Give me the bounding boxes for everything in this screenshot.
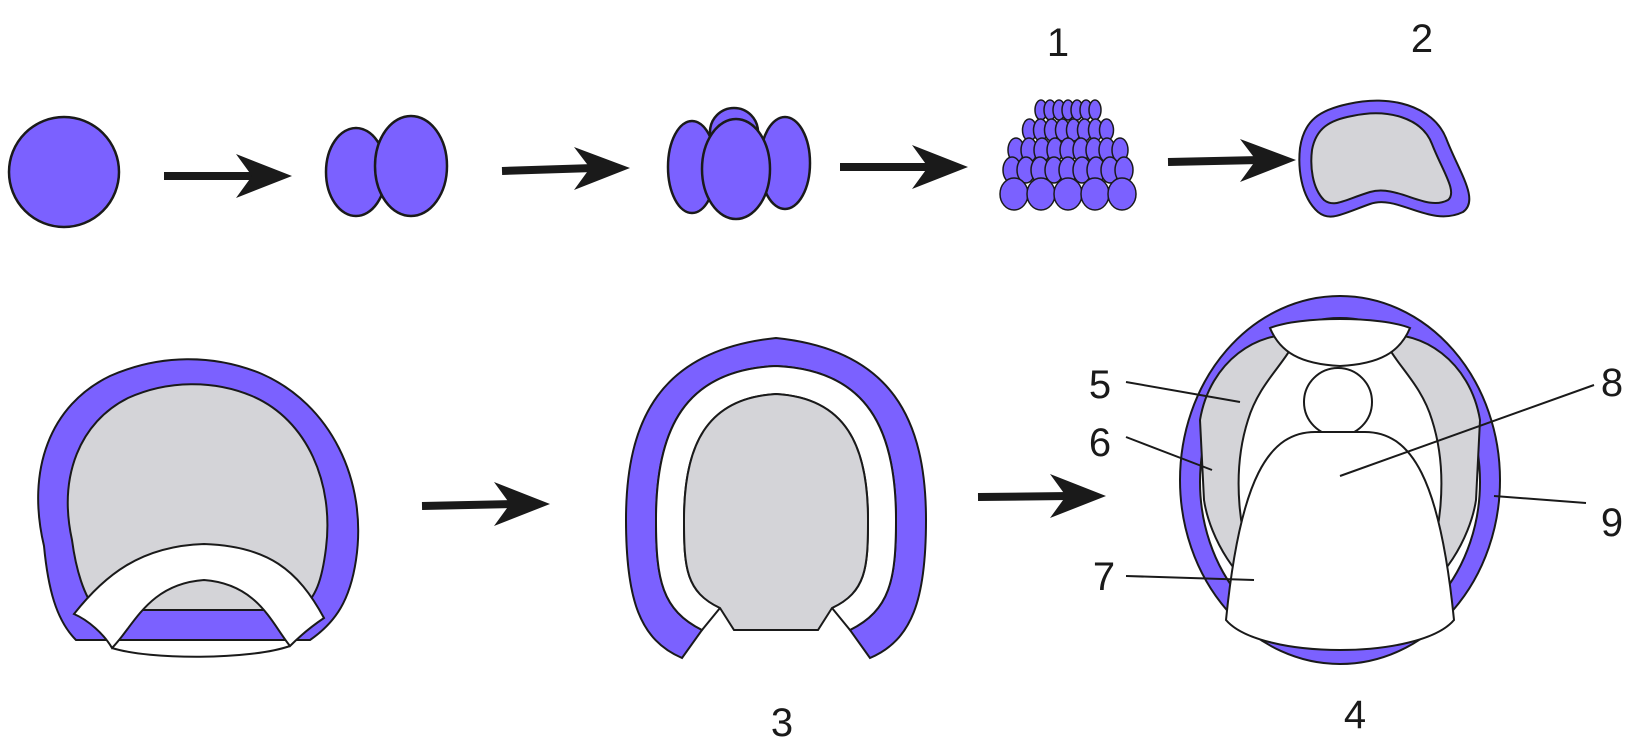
morula-cell bbox=[1053, 177, 1083, 211]
callout-5: 5 bbox=[1089, 363, 1111, 407]
callout-lines bbox=[1125, 381, 1595, 581]
neurula-cross-section bbox=[1179, 295, 1501, 665]
morula-cell bbox=[999, 177, 1029, 211]
stage-label-1: 1 bbox=[1047, 21, 1069, 65]
early-gastrula bbox=[37, 358, 360, 658]
arrow-6 bbox=[977, 474, 1106, 518]
callout-7: 7 bbox=[1093, 555, 1115, 599]
two-cell-stage bbox=[324, 114, 449, 218]
callout-6: 6 bbox=[1089, 421, 1111, 465]
morula-cell bbox=[1088, 99, 1102, 121]
zygote-cell bbox=[7, 115, 121, 229]
arrow-4 bbox=[1167, 139, 1296, 182]
stage-label-4: 4 bbox=[1344, 693, 1366, 737]
four-cell-stage bbox=[666, 106, 812, 221]
arrow-3 bbox=[840, 145, 968, 189]
late-gastrula bbox=[624, 336, 928, 660]
arrow-1 bbox=[164, 154, 292, 198]
morula-stage bbox=[999, 99, 1137, 211]
arrow-5 bbox=[421, 482, 550, 526]
callout-8: 8 bbox=[1601, 361, 1623, 405]
blastula-stage bbox=[1298, 99, 1471, 218]
morula-cell bbox=[1107, 177, 1137, 211]
stage-label-2: 2 bbox=[1411, 17, 1433, 61]
stage-label-3: 3 bbox=[771, 701, 793, 745]
callout-9: 9 bbox=[1601, 501, 1623, 545]
morula-cell bbox=[1026, 177, 1056, 211]
arrow-2 bbox=[501, 147, 630, 190]
morula-cell bbox=[1080, 177, 1110, 211]
